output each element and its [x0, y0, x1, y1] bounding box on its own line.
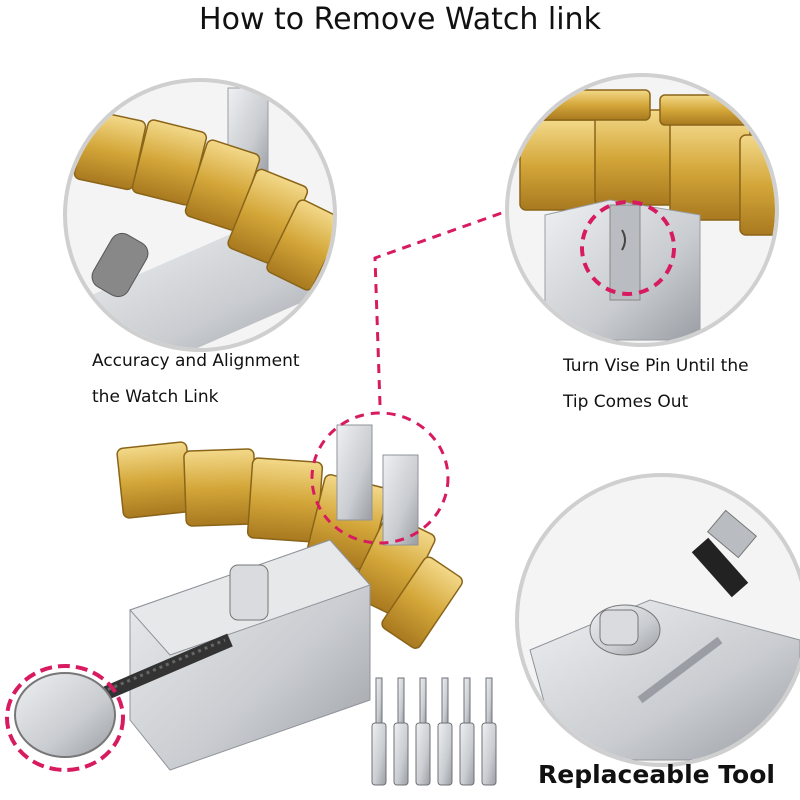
caption-line: Accuracy and Alignment [92, 351, 300, 371]
watch-tool-main [5, 411, 463, 772]
caption-line: Tip Comes Out [563, 392, 689, 412]
page-title: How to Remove Watch link [199, 2, 601, 37]
zoom-circle-alignment [63, 78, 337, 352]
caption-line: Turn Vise Pin Until the [563, 356, 749, 376]
replacement-pins [371, 677, 497, 786]
caption-line: the Watch Link [92, 387, 219, 407]
replaceable-tool-caption: Replaceable Tool [538, 760, 775, 789]
zoom-circle-pin [505, 73, 779, 347]
step-caption-pin: Turn Vise Pin Until the Tip Comes Out [563, 348, 749, 420]
step-caption-alignment: Accuracy and Alignment the Watch Link [92, 343, 300, 415]
zoom-circle-replaceable [515, 473, 800, 767]
